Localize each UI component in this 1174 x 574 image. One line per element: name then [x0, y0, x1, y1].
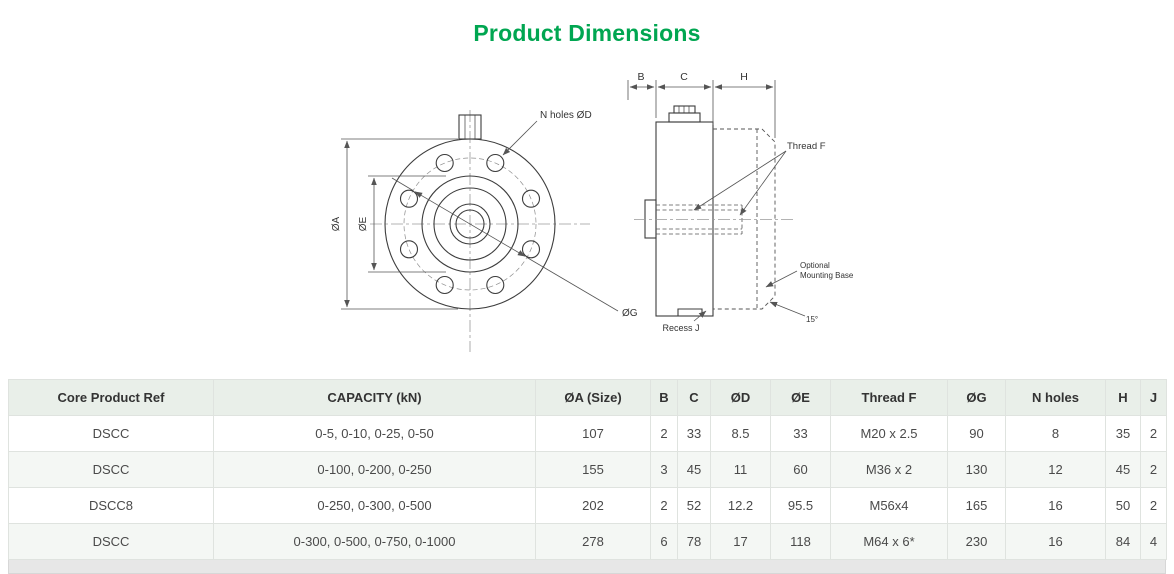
table-cell: 45: [677, 451, 711, 488]
partial-next-table-header: [8, 560, 1166, 574]
front-label-dia-g: ØG: [622, 308, 638, 319]
front-view-drawing: [370, 110, 590, 352]
side-label-h: H: [740, 71, 748, 83]
table-cell: 78: [677, 523, 711, 560]
column-header-10: H: [1105, 379, 1141, 416]
side-label-mounting-base: Mounting Base: [800, 271, 854, 280]
column-header-8: ØG: [947, 379, 1006, 416]
page-title: Product Dimensions: [473, 20, 701, 46]
table-cell: 60: [770, 451, 831, 488]
dimension-drawings: ØA ØE ØG N holes ØD: [331, 71, 854, 352]
side-label-b: B: [637, 71, 644, 83]
table-cell: 0-300, 0-500, 0-750, 0-1000: [213, 523, 536, 560]
table-cell: 95.5: [770, 487, 831, 524]
table-cell: 2: [1140, 487, 1167, 524]
table-cell: 35: [1105, 415, 1141, 452]
table-cell: 4: [1140, 523, 1167, 560]
table-cell: 230: [947, 523, 1006, 560]
front-label-dia-e: ØE: [358, 216, 369, 231]
table-cell: 33: [677, 415, 711, 452]
table-cell: 278: [535, 523, 651, 560]
side-label-c: C: [680, 71, 688, 83]
table-cell: 2: [650, 487, 678, 524]
table-cell: 8.5: [710, 415, 771, 452]
table-cell: 12: [1005, 451, 1106, 488]
table-cell: 118: [770, 523, 831, 560]
table-cell: M56x4: [830, 487, 948, 524]
side-view-dimensions: [627, 80, 806, 322]
table-cell: M36 x 2: [830, 451, 948, 488]
table-cell: M64 x 6*: [830, 523, 948, 560]
bolt-hole: [399, 240, 419, 259]
column-header-2: ØA (Size): [535, 379, 651, 416]
table-cell: 0-5, 0-10, 0-25, 0-50: [213, 415, 536, 452]
table-cell: 165: [947, 487, 1006, 524]
bolt-hole: [435, 275, 454, 295]
side-label-thread-f: Thread F: [787, 141, 826, 152]
table-cell: 84: [1105, 523, 1141, 560]
column-header-3: B: [650, 379, 678, 416]
table-cell: DSCC8: [8, 487, 214, 524]
table-cell: 130: [947, 451, 1006, 488]
side-label-recess-j: Recess J: [662, 323, 699, 333]
table-cell: 45: [1105, 451, 1141, 488]
front-label-n-holes: N holes ØD: [540, 110, 592, 121]
table-cell: 16: [1005, 487, 1106, 524]
table-cell: 6: [650, 523, 678, 560]
table-cell: 2: [650, 415, 678, 452]
side-label-optional: Optional: [800, 261, 830, 270]
table-cell: 0-250, 0-300, 0-500: [213, 487, 536, 524]
table-cell: 2: [1140, 451, 1167, 488]
table-cell: DSCC: [8, 451, 214, 488]
front-view-dimensions: [341, 120, 619, 312]
column-header-6: ØE: [770, 379, 831, 416]
table-cell: 202: [535, 487, 651, 524]
table-cell: 50: [1105, 487, 1141, 524]
table-cell: 107: [535, 415, 651, 452]
table-cell: DSCC: [8, 415, 214, 452]
table-cell: 0-100, 0-200, 0-250: [213, 451, 536, 488]
column-header-0: Core Product Ref: [8, 379, 214, 416]
bolt-hole: [486, 275, 505, 295]
bolt-hole: [435, 153, 454, 173]
side-label-chamfer-angle: 15°: [806, 315, 818, 324]
connector-block: [458, 114, 482, 140]
table-cell: 33: [770, 415, 831, 452]
table-cell: 17: [710, 523, 771, 560]
table-cell: 52: [677, 487, 711, 524]
table-cell: 11: [710, 451, 771, 488]
table-cell: DSCC: [8, 523, 214, 560]
column-header-1: CAPACITY (kN): [213, 379, 536, 416]
column-header-5: ØD: [710, 379, 771, 416]
table-cell: 90: [947, 415, 1006, 452]
mounting-base-outline: [713, 128, 776, 310]
table-cell: 2: [1140, 415, 1167, 452]
table-cell: 16: [1005, 523, 1106, 560]
table-cell: 3: [650, 451, 678, 488]
bolt-hole: [486, 153, 505, 173]
column-header-11: J: [1140, 379, 1167, 416]
table-cell: M20 x 2.5: [830, 415, 948, 452]
side-view-drawing: [644, 105, 714, 317]
column-header-9: N holes: [1005, 379, 1106, 416]
table-cell: 8: [1005, 415, 1106, 452]
table-cell: 12.2: [710, 487, 771, 524]
column-header-4: C: [677, 379, 711, 416]
front-label-dia-a: ØA: [331, 216, 342, 231]
table-cell: 155: [535, 451, 651, 488]
column-header-7: Thread F: [830, 379, 948, 416]
